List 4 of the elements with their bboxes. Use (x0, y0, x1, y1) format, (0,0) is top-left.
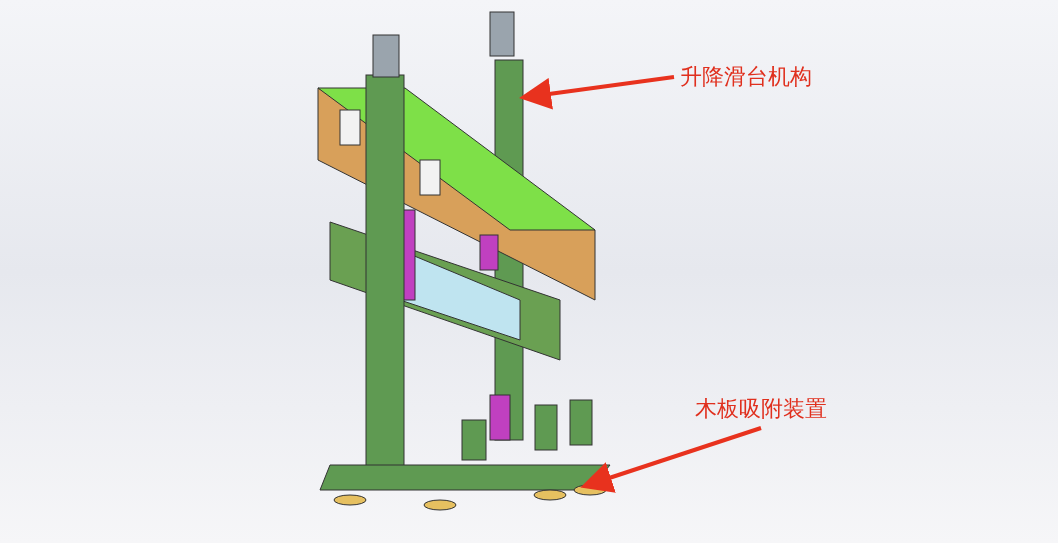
leader-arrow (519, 75, 675, 110)
callout-label: 升降滑台机构 (680, 62, 812, 92)
callout-label: 木板吸附装置 (695, 394, 827, 424)
leader-arrow (580, 426, 762, 493)
